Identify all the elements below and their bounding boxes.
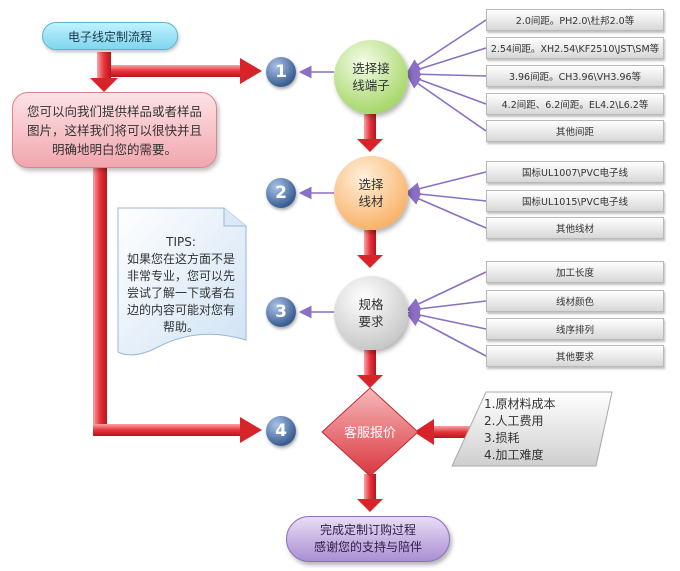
tips-note: TIPS: 如果您在这方面不是非常专业，您可以先尝试了解一下或者右边的内容可能对… <box>116 208 246 360</box>
step-number-4: 4 <box>266 416 296 446</box>
option-terminal-3.96: 3.96间距。CH3.96\VH3.96等 <box>486 65 664 87</box>
cost-parallelogram <box>451 391 613 467</box>
option-spec-other: 其他要求 <box>486 345 664 367</box>
fan-step1 <box>406 19 487 132</box>
final-line-1: 完成定制订购过程 <box>319 523 416 537</box>
tips-body: 如果您在这方面不是非常专业，您可以先尝试了解一下或者右边的内容可能对您有帮助。 <box>126 252 235 334</box>
fan-step3 <box>406 271 487 357</box>
tips-note-fold <box>223 208 246 227</box>
step-number-3: 3 <box>266 297 296 327</box>
step-number-1: 1 <box>266 57 296 87</box>
option-terminal-2.54: 2.54间距。XH2.54\KF2510\JST\SM等 <box>486 37 664 59</box>
option-wire-ul1007: 国标UL1007\PVC电子线 <box>486 161 664 183</box>
option-terminal-2.0: 2.0间距。PH2.0\杜邦2.0等 <box>486 9 664 31</box>
option-terminal-other: 其他间距 <box>486 120 664 142</box>
option-terminal-4.2: 4.2间距、6.2间距。EL4.2\L6.2等 <box>486 93 664 115</box>
fan-step2 <box>406 171 487 229</box>
step3-label: 规格要求 <box>358 297 384 329</box>
option-spec-length: 加工长度 <box>486 261 664 283</box>
cost-item: 2.人工费用 <box>484 414 544 428</box>
intro-box: 您可以向我们提供样品或者样品图片，这样我们将可以很快并且明确地明白您的需要。 <box>12 92 217 168</box>
step-circle-wire: 选择线材 <box>334 156 408 230</box>
step-circle-spec: 规格要求 <box>334 276 408 350</box>
arrow-to-step1 <box>111 58 262 84</box>
arrow-intro-to-step4 <box>93 168 262 443</box>
option-spec-color: 线材颜色 <box>486 290 664 312</box>
arrow-circle1-to-circle2 <box>357 114 383 152</box>
step-circle-terminal: 选择接线端子 <box>334 40 408 114</box>
tips-heading: TIPS: <box>166 235 196 249</box>
option-spec-order: 线序排列 <box>486 318 664 340</box>
cost-item: 1.原材料成本 <box>484 397 556 411</box>
page-title: 电子线定制流程 <box>42 22 178 50</box>
arrow-circle2-to-circle3 <box>357 230 383 268</box>
final-line-2: 感谢您的支持与陪伴 <box>313 540 422 554</box>
arrow-cost-to-diamond <box>414 419 470 445</box>
cost-list: 1.原材料成本 2.人工费用 3.损耗 4.加工难度 <box>470 392 600 464</box>
tips-note-shape <box>117 207 247 356</box>
cost-item: 4.加工难度 <box>484 448 544 462</box>
arrow-title-down <box>90 52 118 92</box>
quote-diamond-shape <box>321 387 419 477</box>
cost-item: 3.损耗 <box>484 431 520 445</box>
quote-label: 客服报价 <box>343 425 396 441</box>
arrow-diamond-to-final <box>357 474 383 512</box>
arrow-circle3-to-diamond <box>357 350 383 388</box>
option-wire-ul1015: 国标UL1015\PVC电子线 <box>486 190 664 212</box>
step1-label: 选择接线端子 <box>352 61 390 93</box>
option-wire-other: 其他线材 <box>486 217 664 239</box>
step2-label: 选择线材 <box>358 177 384 209</box>
step-number-2: 2 <box>266 178 296 208</box>
final-box: 完成定制订购过程 感谢您的支持与陪伴 <box>286 516 450 562</box>
